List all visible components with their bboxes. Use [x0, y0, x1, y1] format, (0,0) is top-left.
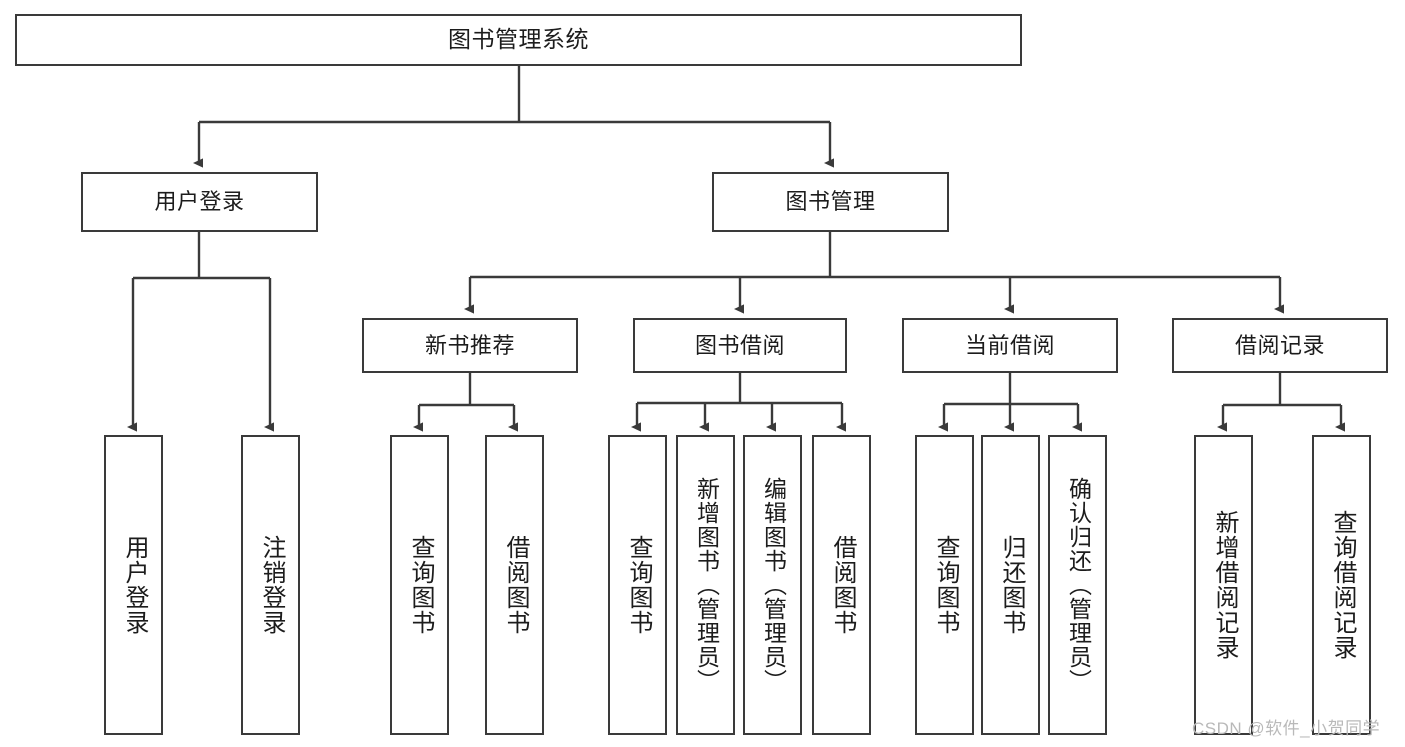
leaf-edit-book-admin[interactable]: 编辑图书（管理员）	[743, 435, 802, 735]
node-label: 图书借阅	[694, 332, 785, 358]
node-book-management[interactable]: 图书管理	[712, 172, 949, 232]
node-root-system[interactable]: 图书管理系统	[15, 14, 1022, 66]
leaf-return-book[interactable]: 归还图书	[981, 435, 1040, 735]
node-label: 新增借阅记录	[1210, 510, 1238, 660]
node-label: 编辑图书（管理员）	[760, 477, 787, 693]
node-label: 查询图书	[406, 535, 434, 635]
node-book-borrow[interactable]: 图书借阅	[633, 318, 847, 373]
leaf-add-borrow-record[interactable]: 新增借阅记录	[1194, 435, 1253, 735]
node-new-book-recommend[interactable]: 新书推荐	[362, 318, 578, 373]
leaf-query-borrow-record[interactable]: 查询借阅记录	[1312, 435, 1371, 735]
node-label: 注销登录	[257, 535, 285, 635]
node-label: 借阅图书	[501, 535, 529, 635]
node-label: 新增图书（管理员）	[693, 477, 720, 693]
node-label: 查询图书	[624, 535, 652, 635]
node-label: 图书管理系统	[448, 26, 589, 53]
leaf-borrow-book[interactable]: 借阅图书	[812, 435, 871, 735]
watermark-text: CSDN @软件_小贺同学	[1192, 719, 1381, 738]
node-label: 借阅记录	[1234, 332, 1325, 358]
leaf-query-book-recommend[interactable]: 查询图书	[390, 435, 449, 735]
node-label: 新书推荐	[424, 332, 515, 358]
node-label: 查询图书	[931, 535, 959, 635]
node-label: 用户登录	[120, 535, 148, 635]
leaf-borrow-book-recommend[interactable]: 借阅图书	[485, 435, 544, 735]
node-label: 借阅图书	[828, 535, 856, 635]
leaf-user-login[interactable]: 用户登录	[104, 435, 163, 735]
node-label: 图书管理	[785, 189, 876, 215]
node-label: 当前借阅	[964, 332, 1055, 358]
leaf-confirm-return-admin[interactable]: 确认归还（管理员）	[1048, 435, 1107, 735]
node-label: 用户登录	[154, 189, 245, 215]
leaf-logout-login[interactable]: 注销登录	[241, 435, 300, 735]
leaf-query-book-borrow[interactable]: 查询图书	[608, 435, 667, 735]
node-label: 确认归还（管理员）	[1065, 477, 1092, 693]
node-label: 查询借阅记录	[1328, 510, 1356, 660]
node-label: 归还图书	[997, 535, 1025, 635]
node-user-login[interactable]: 用户登录	[81, 172, 318, 232]
node-current-borrow[interactable]: 当前借阅	[902, 318, 1118, 373]
leaf-query-book-current[interactable]: 查询图书	[915, 435, 974, 735]
leaf-add-book-admin[interactable]: 新增图书（管理员）	[676, 435, 735, 735]
node-borrow-records[interactable]: 借阅记录	[1172, 318, 1388, 373]
